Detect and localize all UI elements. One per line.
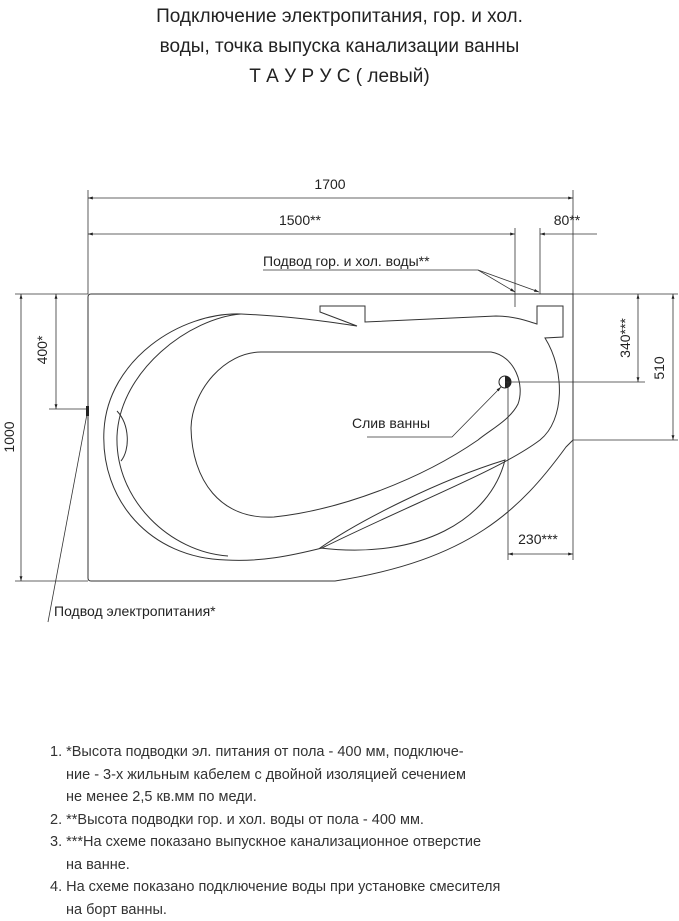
dim-label-230: 230*** xyxy=(518,531,558,547)
dim-label-1700: 1700 xyxy=(314,176,345,192)
dim-label-340: 340*** xyxy=(617,318,633,358)
dim-label-400: 400* xyxy=(34,335,50,364)
note-4-line-1: 4. На схеме показано подключение воды пр… xyxy=(50,876,500,899)
note-3-line-1: 3. ***На схеме показано выпускное канали… xyxy=(50,831,500,854)
note-1-line-1: 1. *Высота подводки эл. питания от пола … xyxy=(50,741,500,764)
tub-lens xyxy=(117,411,127,461)
dim-label-1500: 1500** xyxy=(279,212,322,228)
note-1-line-3: не менее 2,5 кв.мм по меди. xyxy=(50,786,500,809)
label-water-supply: Подвод гор. и хол. воды** xyxy=(263,253,430,269)
dim-label-1000: 1000 xyxy=(1,421,17,452)
tub-basin xyxy=(191,352,520,517)
label-drain: Слив ванны xyxy=(352,415,430,431)
note-3-line-2: на ванне. xyxy=(50,854,500,877)
note-2: 2. **Высота подводки гор. и хол. воды от… xyxy=(50,809,500,832)
dim-label-80: 80** xyxy=(554,212,581,228)
dim-label-510: 510 xyxy=(651,356,667,380)
label-power-supply: Подвод электропитания* xyxy=(54,603,216,619)
tub-inner-rim xyxy=(117,314,241,556)
tub-outline xyxy=(88,294,573,581)
tub-lobe xyxy=(320,460,505,550)
note-1-line-2: ние - 3-х жильным кабелем с двойной изол… xyxy=(50,764,500,787)
notes-list: 1. *Высота подводки эл. питания от пола … xyxy=(50,741,500,921)
